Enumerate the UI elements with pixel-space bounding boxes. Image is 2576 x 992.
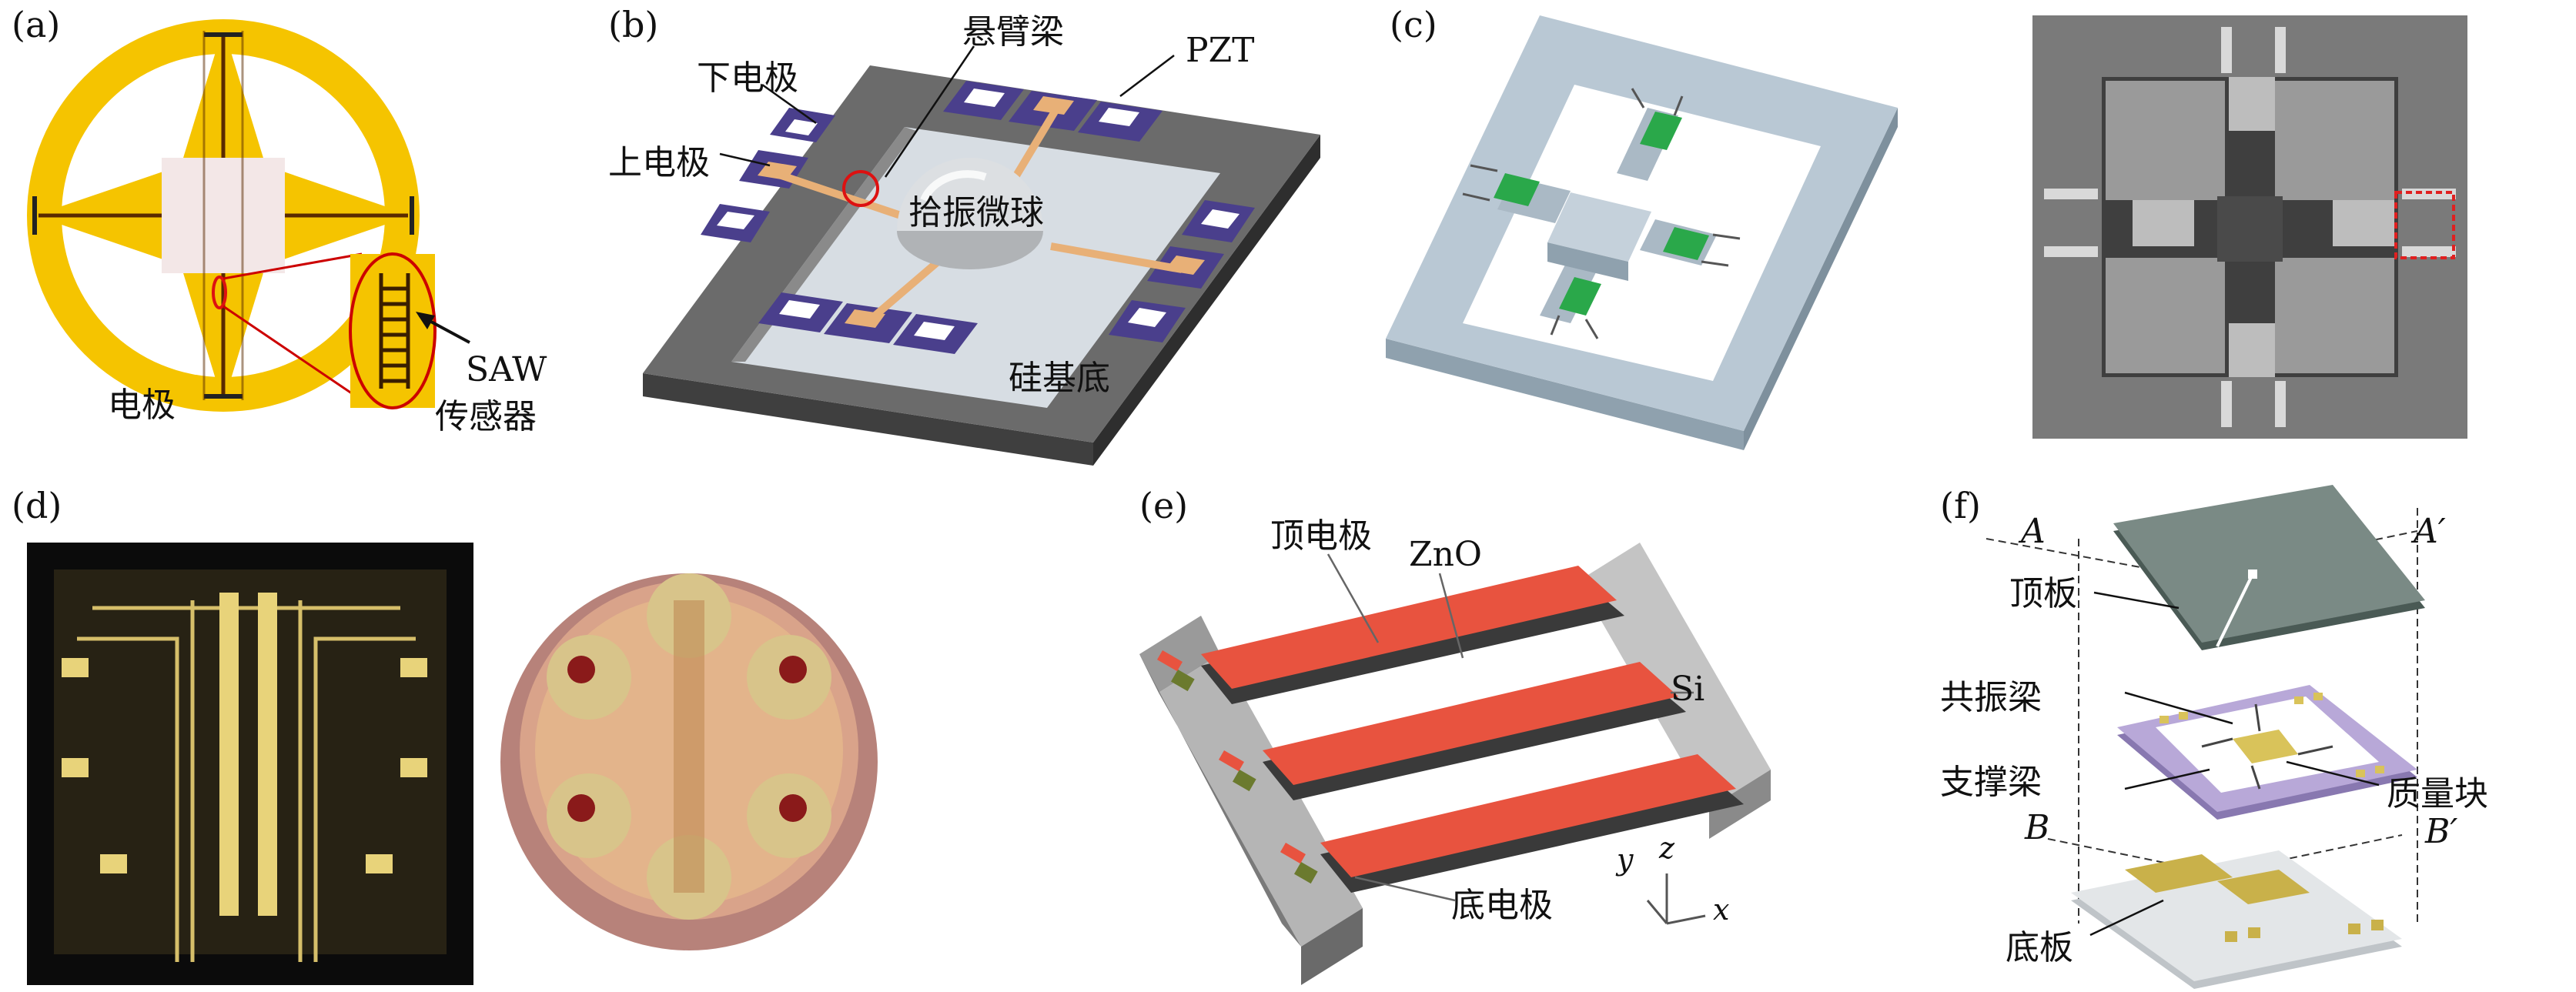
label-pzt: PZT: [1186, 31, 1255, 70]
label-si: Si: [1671, 670, 1705, 709]
label-B: B: [2025, 808, 2050, 847]
axis-label-x: x: [1713, 893, 1730, 927]
top-plate: [2113, 485, 2425, 643]
label-cantilever: 悬臂梁: [962, 12, 1064, 52]
panel-label-b: (b): [608, 4, 659, 45]
saw-sensor-zoom: [349, 252, 437, 409]
label-top-electrode: 顶电极: [1270, 516, 1372, 556]
axis-label-y: y: [1617, 843, 1634, 877]
panel-label-a: (a): [12, 4, 61, 45]
panel-b-drawing: [643, 45, 1320, 466]
panel-c-sem-photo: [2032, 15, 2467, 439]
label-resonant-beam: 共振梁: [1940, 678, 2042, 717]
label-support-beam: 支撑梁: [1940, 763, 2042, 802]
label-zno: ZnO: [1409, 535, 1482, 574]
label-bottom-electrode: 底电极: [1451, 886, 1553, 925]
label-electrode: 电极: [108, 386, 176, 425]
label-proof-mass: 质量块: [2387, 774, 2488, 813]
saw-center-pad: [162, 158, 285, 273]
panel-label-f: (f): [1940, 485, 1981, 526]
proof-mass-c: [1547, 192, 1651, 262]
zno-beam-2: [1263, 662, 1678, 785]
label-A-prime: A′: [2414, 512, 2446, 551]
zno-beam-1: [1201, 566, 1617, 689]
proof-mass-f: [2233, 730, 2298, 763]
label-A: A: [2021, 512, 2046, 551]
label-upper-electrode: 上电极: [608, 143, 710, 182]
label-pickup-ball: 拾振微球: [908, 193, 1044, 232]
panel-e-drawing: [1139, 543, 1771, 985]
panel-d-photos: [27, 543, 878, 985]
panel-f-drawing: [1986, 485, 2425, 989]
label-lower-electrode: 下电极: [697, 58, 798, 98]
panel-c-drawing: [1386, 15, 1898, 450]
bottom-plate: [2071, 850, 2402, 981]
cantilever-marker: [842, 170, 879, 207]
panel-label-e: (e): [1139, 485, 1189, 526]
panel-a-drawing: [27, 19, 470, 412]
chip-photo-left: [54, 569, 447, 954]
axis-label-z: z: [1659, 831, 1675, 865]
panel-label-d: (d): [12, 485, 62, 526]
sem-highlight-box: [2394, 191, 2455, 259]
label-saw-sensor: 传感器: [435, 397, 537, 436]
label-saw: SAW: [466, 350, 547, 389]
label-substrate: 硅基底: [1009, 359, 1110, 398]
label-top-plate: 顶板: [2009, 574, 2077, 613]
label-bottom-plate: 底板: [2006, 928, 2073, 967]
panel-label-c: (c): [1390, 4, 1437, 45]
zno-beam-3: [1320, 754, 1736, 877]
label-B-prime: B′: [2425, 812, 2458, 851]
